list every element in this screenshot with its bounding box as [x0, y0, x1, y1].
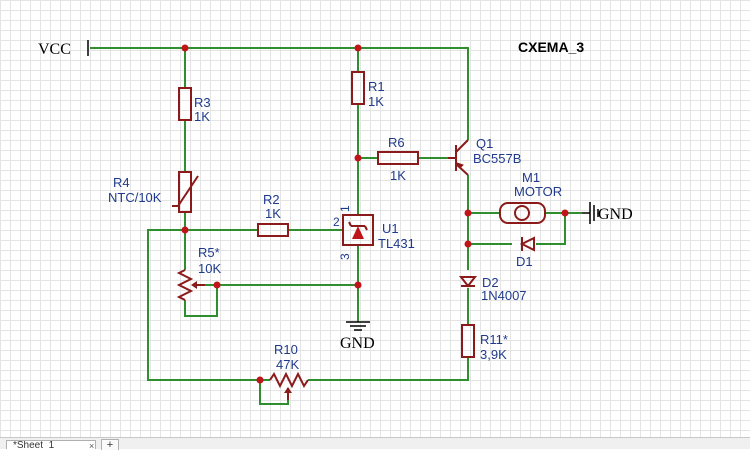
junction-dot	[354, 281, 362, 289]
resistor-r1[interactable]: R1 1K	[351, 71, 385, 109]
r6-ref: R6	[388, 135, 405, 150]
junctions	[181, 44, 569, 384]
r3-ref: R3	[194, 95, 211, 110]
u1-pin-3: 3	[338, 253, 352, 260]
gnd-bottom-label: GND	[340, 335, 375, 352]
d2-value: 1N4007	[481, 288, 527, 303]
r10-ref: R10	[274, 342, 298, 357]
m1-value: MOTOR	[514, 184, 562, 199]
resistor-r2[interactable]: R2 1K	[257, 192, 289, 237]
schematic-grid	[0, 0, 750, 437]
u1-pin-2: 2	[333, 215, 340, 229]
junction-dot	[181, 226, 189, 234]
junction-dot	[181, 44, 189, 52]
u1-value: TL431	[378, 236, 415, 251]
schematic-title: CXEMA_3	[518, 39, 584, 55]
sheet-tab-bar: *Sheet_1 × +	[0, 437, 750, 451]
thermistor-r4[interactable]: R4 NTC/10K	[108, 171, 199, 213]
junction-dot	[213, 281, 221, 289]
resistor-r6[interactable]: R6 1K	[377, 135, 419, 183]
motor-m1[interactable]: M1 MOTOR	[499, 170, 562, 224]
r6-value: 1K	[390, 168, 406, 183]
diode-d2[interactable]: D2 1N4007	[458, 275, 527, 303]
gnd-right-port[interactable]: GND	[582, 202, 633, 224]
r2-value: 1K	[265, 206, 281, 221]
diode-d1[interactable]: D1	[516, 236, 535, 269]
m1-ref: M1	[522, 170, 540, 185]
q1-ref: Q1	[476, 136, 493, 151]
d2-ref: D2	[482, 275, 499, 290]
d1-ref: D1	[516, 254, 533, 269]
gnd-bottom-port[interactable]: GND	[340, 321, 375, 352]
r4-value: NTC/10K	[108, 190, 162, 205]
r5-ref: R5*	[198, 245, 220, 260]
q1-value: BC557B	[473, 151, 521, 166]
r4-ref: R4	[113, 175, 130, 190]
gnd-right-label: GND	[598, 206, 633, 223]
vcc-port[interactable]: VCC	[38, 40, 89, 58]
resistor-r3[interactable]: R3 1K	[178, 87, 211, 124]
junction-dot	[464, 240, 472, 248]
r11-value: 3,9K	[480, 347, 507, 362]
junction-dot	[561, 209, 569, 217]
r10-value: 47K	[276, 357, 299, 372]
junction-dot	[464, 209, 472, 217]
transistor-q1[interactable]: Q1 BC557B	[448, 136, 521, 176]
r11-ref: R11*	[480, 332, 508, 347]
regulator-u1[interactable]: 1 2 3 U1 TL431	[333, 205, 415, 260]
r2-ref: R2	[263, 192, 280, 207]
sheet-tab[interactable]: *Sheet_1 ×	[6, 440, 96, 449]
u1-ref: U1	[382, 221, 399, 236]
add-sheet-button[interactable]: +	[101, 439, 119, 451]
r3-value: 1K	[194, 109, 210, 124]
vcc-label: VCC	[38, 41, 71, 58]
r1-value: 1K	[368, 94, 384, 109]
junction-dot	[256, 376, 264, 384]
sheet-tab-label: *Sheet_1	[13, 440, 55, 449]
resistor-r11[interactable]: R11* 3,9K	[461, 324, 508, 362]
junction-dot	[354, 154, 362, 162]
u1-pin-1: 1	[338, 205, 352, 212]
close-icon[interactable]: ×	[89, 441, 95, 449]
potentiometer-r5[interactable]: R5* 10K	[176, 245, 221, 301]
junction-dot	[354, 44, 362, 52]
r5-value: 10K	[198, 261, 221, 276]
r1-ref: R1	[368, 79, 385, 94]
potentiometer-r10[interactable]: R10 47K	[269, 342, 309, 400]
